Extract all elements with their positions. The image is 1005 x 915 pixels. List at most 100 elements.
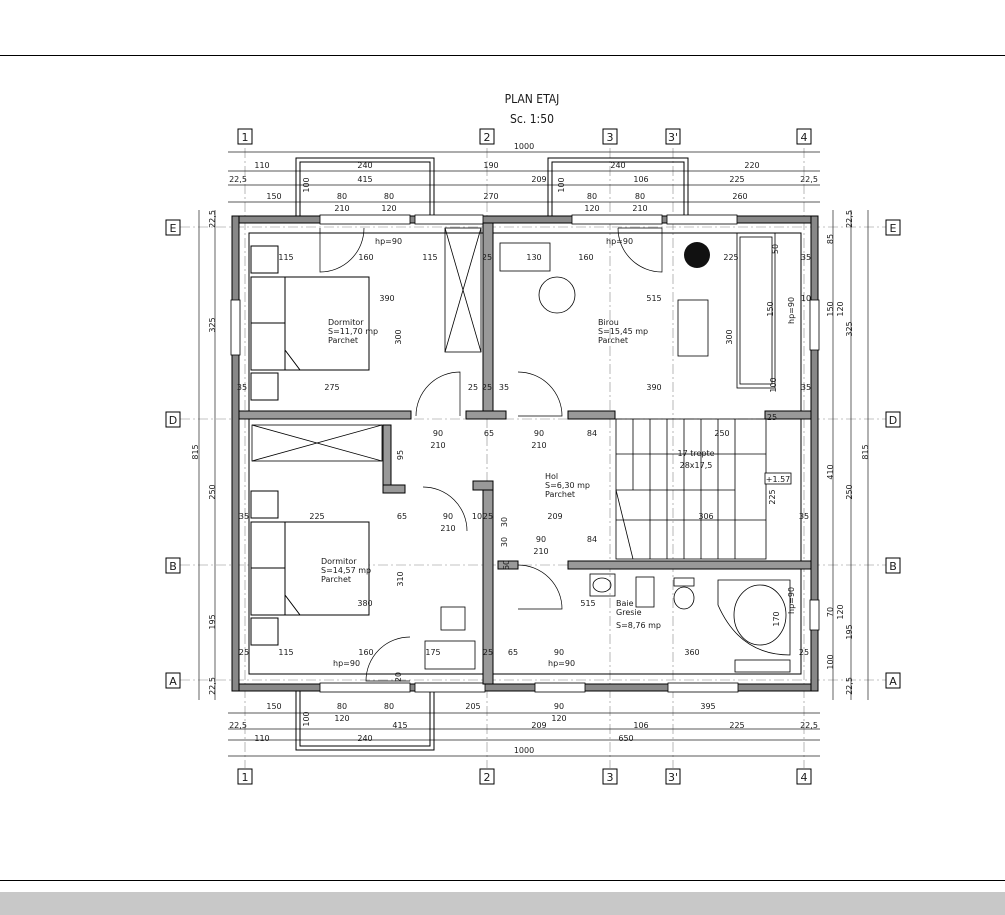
hall-furniture (424, 606, 476, 670)
dim-right: 195 (845, 624, 854, 639)
exterior-wall-inner-lines (248, 232, 802, 675)
dim-inner: 90 (534, 429, 544, 438)
level-marker-box (764, 472, 792, 485)
axis-label-4-top: 4 (801, 131, 808, 144)
dim-right: 815 (861, 444, 870, 459)
dim-inner: 210 (440, 524, 455, 533)
room-labels: Dormitor S=11,70 mp Parchet Birou S=15,4… (321, 318, 661, 630)
dim-inner: 25 (767, 413, 777, 422)
dim-bottom-r3: 209 (531, 721, 546, 730)
dim-top-r1: 240 (610, 161, 625, 170)
top-frame-line (0, 55, 1005, 56)
dim-top-r4: 210 (632, 204, 647, 213)
dim-inner: 84 (587, 535, 597, 544)
dim-inner: 10 (801, 294, 811, 303)
dim-inner: 35 (801, 253, 811, 262)
dim-inner: 160 (358, 253, 373, 262)
dim-bottom-small: 100 (302, 711, 311, 726)
opening-hp-3: hp=90 (333, 659, 360, 668)
dim-inner: 65 (508, 648, 518, 657)
dim-inner: 25 (483, 512, 493, 521)
axis-label-E-right: E (890, 222, 897, 235)
plan-scale: Sc. 1:50 (510, 112, 554, 126)
dim-inner: 50 (771, 244, 780, 254)
dim-right: 22,5 (845, 677, 854, 695)
axis-labels: 1 2 3 3' 4 1 2 3 3' 4 E D B A E D B A (169, 131, 897, 784)
bottom-status-bar (0, 892, 1005, 915)
dim-bottom-r3: 22,5 (800, 721, 818, 730)
dim-right: 100 (826, 654, 835, 669)
dim-inner: 160 (358, 648, 373, 657)
room-area-hall: S=6,30 mp (545, 481, 590, 490)
dim-right: 325 (845, 321, 854, 336)
dim-top-small: 100 (557, 177, 566, 192)
dimensions-right: 22,5 85 150 120 325 815 410 250 70 120 1… (826, 210, 870, 695)
dim-top-r2: 225 (729, 175, 744, 184)
interior-walls (238, 222, 812, 685)
dim-bottom-r1: 150 (266, 702, 281, 711)
axis-label-B-right: B (889, 560, 897, 573)
dim-inner: 306 (698, 512, 713, 521)
stair-label: 17 trepte (677, 449, 714, 458)
dim-right: 22,5 (845, 210, 854, 228)
stair-level: +1.57 (766, 475, 791, 484)
axis-label-2-bottom: 2 (484, 771, 491, 784)
opening-hp-1: hp=90 (375, 237, 402, 246)
axis-label-3-top: 3 (607, 131, 614, 144)
axis-label-3-bottom: 3 (607, 771, 614, 784)
dim-right: 85 (826, 234, 835, 244)
opening-hp-6: hp=90 (787, 587, 796, 614)
dim-top-small: 100 (302, 177, 311, 192)
dim-inner: 95 (396, 450, 405, 460)
dim-bottom-r3: 106 (633, 721, 648, 730)
bathroom-fixtures (589, 573, 791, 673)
dim-inner: 35 (799, 512, 809, 521)
dimensions-left: 22,5 325 815 250 195 22,5 (191, 210, 217, 695)
dim-left: 22,5 (208, 210, 217, 228)
dim-inner: 90 (536, 535, 546, 544)
dim-inner: 170 (772, 611, 781, 626)
dim-top-r3: 80 (337, 192, 347, 201)
dim-inner: 90 (443, 512, 453, 521)
opening-labels: hp=90 hp=90 hp=90 hp=90 hp=90 hp=90 (333, 237, 796, 668)
dim-inner: 300 (394, 329, 403, 344)
dim-inner: 35 (499, 383, 509, 392)
dim-inner: 25 (482, 253, 492, 262)
axis-label-4-bottom: 4 (801, 771, 808, 784)
stair-size: 28x17,5 (680, 461, 713, 470)
dim-inner: 225 (723, 253, 738, 262)
dim-inner: 225 (309, 512, 324, 521)
dim-inner: 275 (324, 383, 339, 392)
dim-top-r2: 415 (357, 175, 372, 184)
dim-inner: 115 (422, 253, 437, 262)
dim-right: 70 (826, 607, 835, 617)
dim-top-r4: 210 (334, 204, 349, 213)
dimension-lines (198, 151, 869, 757)
dim-left: 325 (208, 317, 217, 332)
dim-inner: 390 (379, 294, 394, 303)
dim-bottom-r4: 650 (618, 734, 633, 743)
beds (250, 245, 370, 646)
dim-inner: 210 (531, 441, 546, 450)
dim-inner: 515 (646, 294, 661, 303)
dim-bottom-r3: 22,5 (229, 721, 247, 730)
dim-top-r1: 110 (254, 161, 269, 170)
dim-left: 22,5 (208, 677, 217, 695)
staircase (615, 418, 767, 560)
dim-top-r4: 120 (584, 204, 599, 213)
axis-markers (165, 128, 901, 785)
dim-inner: 35 (237, 383, 247, 392)
dim-right: 120 (836, 604, 845, 619)
room-finish-bedroom-2: Parchet (321, 575, 351, 584)
dim-inner: 65 (397, 512, 407, 521)
plan-title: PLAN ETAJ (505, 92, 560, 106)
dim-bottom-r2: 120 (551, 714, 566, 723)
axis-label-E-left: E (170, 222, 177, 235)
dim-bottom-r1: 205 (465, 702, 480, 711)
dim-bottom-r3: 415 (392, 721, 407, 730)
dim-inner: 115 (278, 253, 293, 262)
dim-right: 410 (826, 464, 835, 479)
dim-inner: 150 (766, 301, 775, 316)
dim-inner: 20 (394, 672, 403, 682)
room-name-bedroom-2: Dormitor (321, 557, 357, 566)
